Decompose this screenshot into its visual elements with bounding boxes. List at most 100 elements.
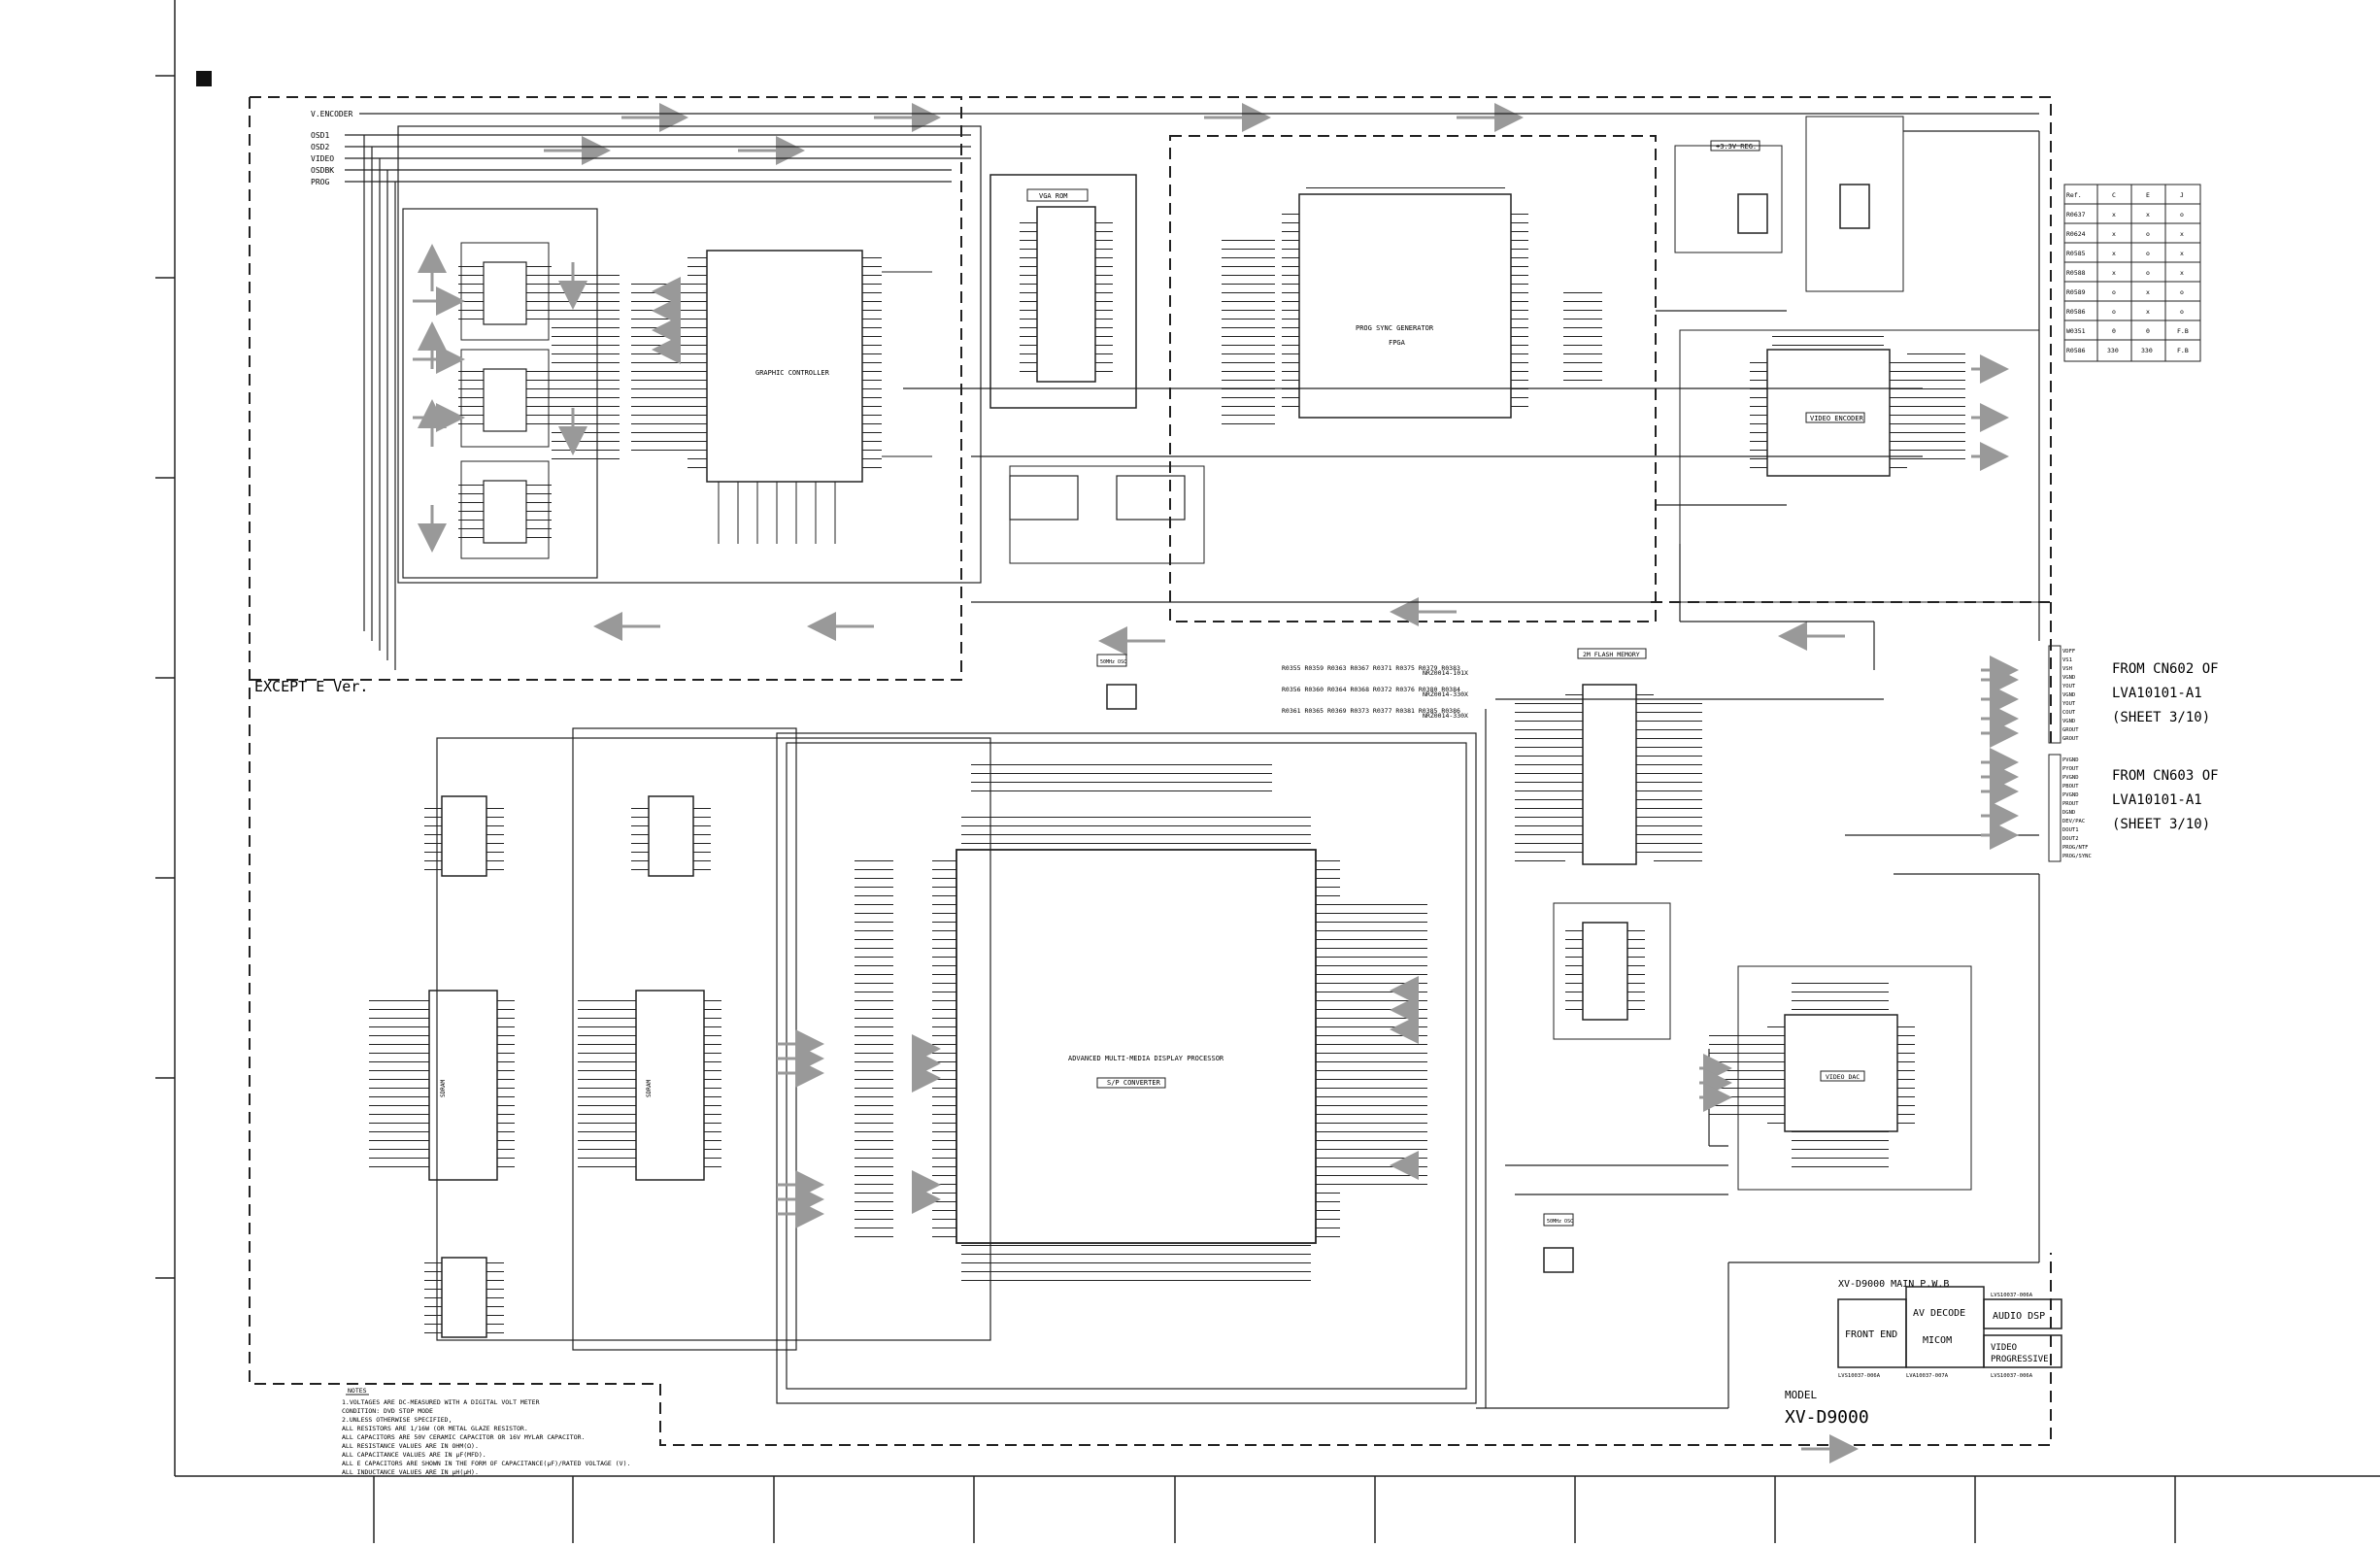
resistor-refs: R0361 R0365 R0369 R0373 R0377 R0381 R038… (1282, 707, 1460, 715)
connector-pin: PBOUT (2062, 784, 2079, 790)
video-block: VIDEO (1991, 1343, 2017, 1353)
fpga-title: PROG SYNC GENERATOR (1356, 324, 1434, 332)
dashed-boundaries (249, 96, 2052, 1446)
fpga-label: FPGA (1389, 339, 1406, 347)
connector-pin: DOUT2 (2062, 836, 2079, 842)
notes-line: ALL RESISTORS ARE 1/16W (OR METAL GLAZE … (342, 1425, 528, 1432)
memory-chips-left: SDRAM SDRAM (369, 795, 721, 1338)
table-cell: x (2146, 288, 2150, 296)
notes-block: NOTES 1.VOLTAGES ARE DC-MEASURED WITH A … (342, 1387, 630, 1476)
except-e-label: EXCEPT E Ver. (254, 678, 368, 695)
table-cell: x (2180, 269, 2184, 277)
table-cell: o (2180, 308, 2184, 316)
notes-title: NOTES (348, 1387, 367, 1395)
connector-pin: DGND (2062, 810, 2075, 816)
table-cell: R0637 (2066, 211, 2086, 219)
resistor-part: NRZ0014-330X (1423, 690, 1468, 698)
signal-label: VIDEO (311, 154, 334, 163)
pwb-title: XV-D9000 MAIN P.W.B (1838, 1279, 1949, 1290)
table-cell: x (2180, 230, 2184, 238)
table-cell: R0624 (2066, 230, 2086, 238)
table-cell: F.B (2177, 327, 2189, 335)
flash-label: 2M FLASH MEMORY (1583, 651, 1640, 658)
av-decode-block: AV DECODE (1913, 1308, 1965, 1319)
connector-label: FROM CN602 OF (2112, 661, 2219, 677)
top-signal-list: V.ENCODER OSD1 OSD2 VIDEO OSDBK PROG (311, 110, 353, 186)
progressive-block: PROGRESSIVE (1991, 1355, 2049, 1364)
model-name: XV-D9000 (1785, 1407, 1869, 1428)
part-number: LVS10037-006A (1838, 1373, 1881, 1379)
table-cell: x (2146, 308, 2150, 316)
table-cell: o (2180, 288, 2184, 296)
connector-pin: GROUT (2062, 736, 2079, 742)
table-cell: o (2180, 211, 2184, 219)
table-cell: 330 (2107, 347, 2119, 354)
connector-pin: PROUT (2062, 801, 2079, 807)
resistor-notes: R0355 R0359 R0363 R0367 R0371 R0375 R037… (1282, 664, 1468, 720)
model-label-block: MODEL XV-D9000 (1785, 1389, 1869, 1428)
table-cell: R0586 (2066, 347, 2086, 354)
bottom-left-arrows (777, 1029, 824, 1228)
pwb-block-diagram: XV-D9000 MAIN P.W.B FRONT END AV DECODE … (1837, 1279, 2062, 1379)
oscillator-2: 50MHz OSC (1543, 1213, 1574, 1273)
connector-pin: GROUT (2062, 727, 2079, 733)
connector-pin: PVGND (2062, 775, 2079, 781)
front-end-block: FRONT END (1845, 1329, 1897, 1340)
table-header: C (2112, 191, 2116, 199)
notes-line: ALL CAPACITORS ARE 50V CERAMIC CAPACITOR… (342, 1433, 585, 1441)
table-cell: 0 (2146, 327, 2150, 335)
connector-pin: VS1 (2062, 657, 2072, 663)
model-caption: MODEL (1785, 1389, 1817, 1401)
connector-pin: YOUT (2062, 684, 2076, 689)
connector-pin: VDFF (2062, 649, 2075, 655)
sdram-label: SDRAM (646, 1080, 653, 1097)
notes-line: ALL E CAPACITORS ARE SHOWN IN THE FORM O… (342, 1460, 630, 1467)
micom-block: MICOM (1923, 1335, 1952, 1346)
regulator-label: +3.3V REG. (1716, 143, 1757, 151)
table-cell: x (2112, 211, 2116, 219)
connector-label: (SHEET 3/10) (2112, 817, 2210, 832)
table-cell: 330 (2141, 347, 2153, 354)
connector-pin: VGND (2062, 719, 2075, 724)
connector-label: (SHEET 3/10) (2112, 710, 2210, 725)
video-encoder-chip: VIDEO ENCODER (1679, 329, 2040, 603)
connector-pin: VGND (2062, 692, 2075, 698)
part-number: LVS10037-006A (1991, 1293, 2033, 1298)
signal-label: PROG (311, 178, 329, 186)
table-cell: W0351 (2066, 327, 2086, 335)
part-number: LVA10037-007A (1906, 1373, 1949, 1379)
osc-label: 50MHz OSC (1547, 1219, 1573, 1225)
table-cell: R0588 (2066, 269, 2086, 277)
variant-table: Ref. C E J R0637 x x o R0624 x o x R0585… (2063, 184, 2201, 362)
notes-line: ALL RESISTANCE VALUES ARE IN OHM(Ω). (342, 1442, 479, 1450)
resistor-refs: R0356 R0360 R0364 R0368 R0372 R0376 R038… (1282, 686, 1460, 693)
part-number: LVS10037-006A (1991, 1373, 2033, 1379)
table-cell: F.B (2177, 347, 2189, 354)
connector-cn602: VDFF VS1 VSH VGND YOUT VGND YOUT COUT VG… (1981, 645, 2219, 748)
connector-pin: DOUT1 (2062, 827, 2079, 833)
connector-label: LVA10101-A1 (2112, 686, 2202, 701)
connector-pin: PROG/NTF (2062, 845, 2089, 851)
connector-pin: VSH (2062, 666, 2072, 672)
resistor-part: NRZ0014-330X (1423, 712, 1468, 720)
table-cell: R0585 (2066, 250, 2086, 257)
connector-label: FROM CN603 OF (2112, 768, 2219, 784)
table-cell: o (2112, 288, 2116, 296)
signal-label: V.ENCODER (311, 110, 353, 118)
connector-pin: PVGND (2062, 792, 2079, 798)
notes-line: 1.VOLTAGES ARE DC-MEASURED WITH A DIGITA… (342, 1398, 540, 1406)
notes-line: ALL INDUCTANCE VALUES ARE IN μH(μH). (342, 1468, 479, 1476)
voltage-regulator: +3.3V REG. (1674, 116, 1904, 292)
vga-rom-label: VGA ROM (1039, 192, 1068, 200)
connector-pin: PVGND (2062, 757, 2079, 763)
audio-dsp-block: AUDIO DSP (1993, 1311, 2045, 1322)
table-cell: R0589 (2066, 288, 2086, 296)
processor-arrows (912, 976, 1419, 1214)
table-rows: R0637 x x o R0624 x o x R0585 x o x R058… (2066, 211, 2189, 354)
table-header: Ref. (2066, 191, 2082, 199)
table-cell: R0586 (2066, 308, 2086, 316)
sdram-label: SDRAM (440, 1080, 447, 1097)
connector-label: LVA10101-A1 (2112, 792, 2202, 808)
converter-label: S/P CONVERTER (1107, 1079, 1161, 1087)
